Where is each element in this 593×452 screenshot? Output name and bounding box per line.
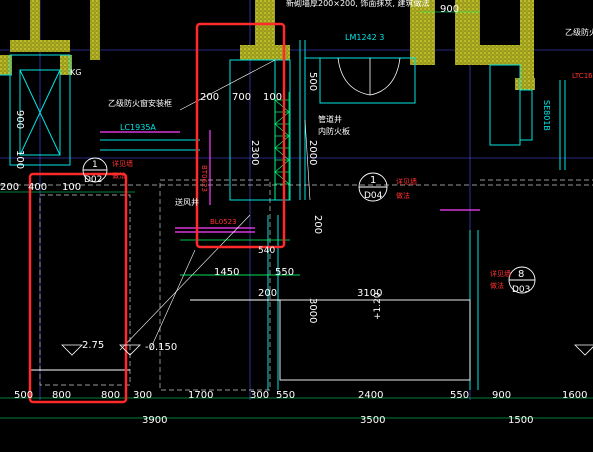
label-pipe-well-2: 内防火板 (318, 126, 350, 136)
dim-200-a: 200 (200, 92, 219, 103)
elevation-markers (61, 344, 593, 356)
dim-400-left: 400 (28, 182, 47, 193)
dimension-texts: 900 200 700 100 2300 500 2000 900 100 20… (0, 4, 587, 426)
door-swings (337, 57, 401, 96)
dim-bottom-1600: 1600 (562, 390, 587, 401)
red-note-4: 做法 (396, 191, 410, 200)
wall-outlines (0, 40, 566, 390)
red-note-5: 做法 (490, 281, 504, 290)
dim-chain-3900: 3900 (142, 415, 167, 426)
label-fire-door: 乙级防火门 (565, 27, 593, 37)
red-note-1: 详见墙 (396, 177, 417, 186)
label-fire-window: 乙级防火窗安装框 (108, 98, 172, 108)
dim-200-mid: 200 (312, 215, 323, 234)
highlight-boxes (28, 22, 286, 404)
dim-700: 700 (232, 92, 251, 103)
label-lm: LM1242 3 (345, 33, 384, 42)
callout-left-ref: D02 (84, 175, 102, 185)
dim-bottom-2400: 2400 (358, 390, 383, 401)
dim-2300: 2300 (249, 140, 260, 165)
callout-1-number: 1 (370, 175, 376, 186)
label-lc-a: LC1935A (120, 123, 156, 132)
dim-bottom-500: 500 (14, 390, 33, 401)
elevation-plus-1-20: +1.20 (373, 292, 383, 320)
dim-bottom-1700: 1700 (188, 390, 213, 401)
callout-1-ref: D04 (364, 191, 383, 201)
dim-200-mid-2: 200 (258, 288, 277, 299)
label-lc-small: BL0523 (210, 218, 237, 226)
red-note-2: 详见墙 (490, 269, 511, 278)
dim-100-left-2: 100 (62, 182, 81, 193)
label-lc-vertical: BT0623 (200, 165, 208, 192)
dim-200-left: 200 (0, 182, 19, 193)
dim-bottom-550: 550 (276, 390, 295, 401)
dashed-outlines (0, 179, 593, 391)
red-note-3: 详见墙 (112, 159, 133, 168)
red-note-6: 做法 (112, 171, 126, 180)
dim-900-left: 900 (14, 110, 25, 129)
dimension-lines (0, 11, 593, 419)
dim-100-a: 100 (263, 92, 282, 103)
dim-bottom-300b: 300 (250, 390, 269, 401)
dim-chain-1500: 1500 (508, 415, 533, 426)
dim-bottom-800b: 800 (101, 390, 120, 401)
elevation-2-75: 2.75 (82, 340, 104, 351)
dim-3000: 3000 (307, 298, 318, 323)
annotation-labels: 新砌墙厚200×200, 饰面抹灰, 建筑做法 LM1242 3 KG 乙级防火… (70, 0, 593, 353)
label-kg: KG (70, 68, 81, 77)
dim-chain-3500: 3500 (360, 415, 385, 426)
magenta-details (100, 130, 480, 233)
dim-bottom-550b: 550 (450, 390, 469, 401)
callout-8-ref: D03 (512, 285, 530, 295)
dim-1450: 1450 (214, 267, 239, 278)
dim-3100: 3100 (357, 288, 382, 299)
label-ltc: LTC16 (572, 72, 593, 80)
dim-550-mid: 550 (275, 267, 294, 278)
dim-900-top: 900 (440, 4, 459, 15)
label-lc-side: SE801B (542, 100, 551, 131)
elevation-minus-0-150: -0.150 (145, 342, 177, 353)
room-outline (30, 299, 471, 381)
dim-bottom-900: 900 (492, 390, 511, 401)
label-top-note: 新砌墙厚200×200, 饰面抹灰, 建筑做法 (286, 0, 429, 8)
callout-left-number: 1 (92, 160, 98, 170)
dim-2000: 2000 (307, 140, 318, 165)
label-wind-well: 送风井 (175, 197, 199, 207)
dim-540: 540 (258, 246, 275, 256)
dim-100-left: 100 (14, 150, 25, 169)
dim-bottom-800a: 800 (52, 390, 71, 401)
callout-8-number: 8 (518, 269, 524, 280)
label-pipe-well: 管道井 (318, 114, 342, 124)
dim-bottom-300: 300 (133, 390, 152, 401)
callout-circles (82, 157, 536, 294)
dim-500: 500 (307, 72, 318, 91)
